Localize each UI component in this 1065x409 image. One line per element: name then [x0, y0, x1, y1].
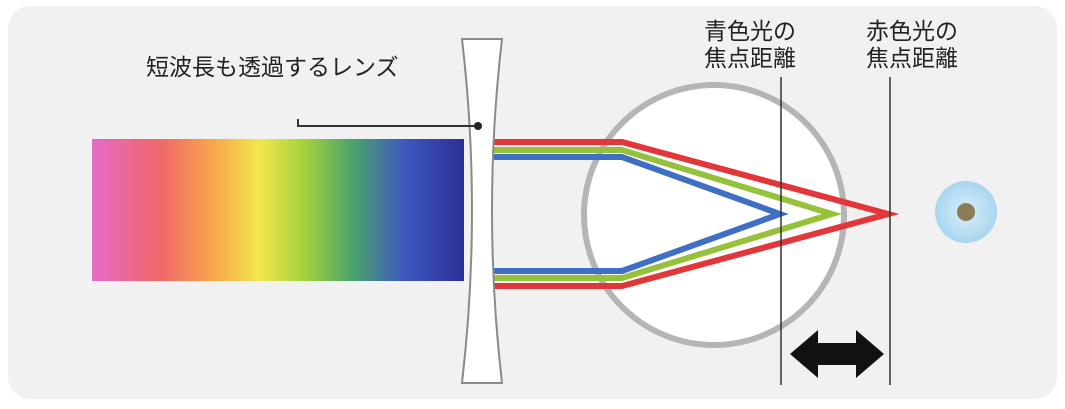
green-light-ray	[488, 147, 843, 281]
eye-lens-circle	[581, 82, 847, 348]
red-focal-length-label: 赤色光の 焦点距離	[858, 19, 966, 73]
red-focal-label-line-1: 赤色光の	[866, 19, 958, 45]
blue-focal-length-label: 青色光の 焦点距離	[696, 19, 804, 73]
blue-light-ray	[488, 154, 789, 274]
blue-focal-label-line-2: 焦点距離	[704, 46, 796, 72]
lens-label-pointer-dot	[474, 122, 482, 130]
red-focal-label-line-2: 焦点距離	[866, 46, 958, 72]
focal-difference-arrow	[790, 330, 884, 378]
lens-label: 短波長も透過するレンズ	[146, 55, 399, 81]
blue-focal-label-line-1: 青色光の	[704, 19, 796, 45]
red-light-ray	[488, 139, 900, 289]
light-spectrum-band	[92, 139, 464, 281]
pupil-center-dot	[957, 203, 975, 221]
lens-label-leader-line	[297, 119, 478, 127]
